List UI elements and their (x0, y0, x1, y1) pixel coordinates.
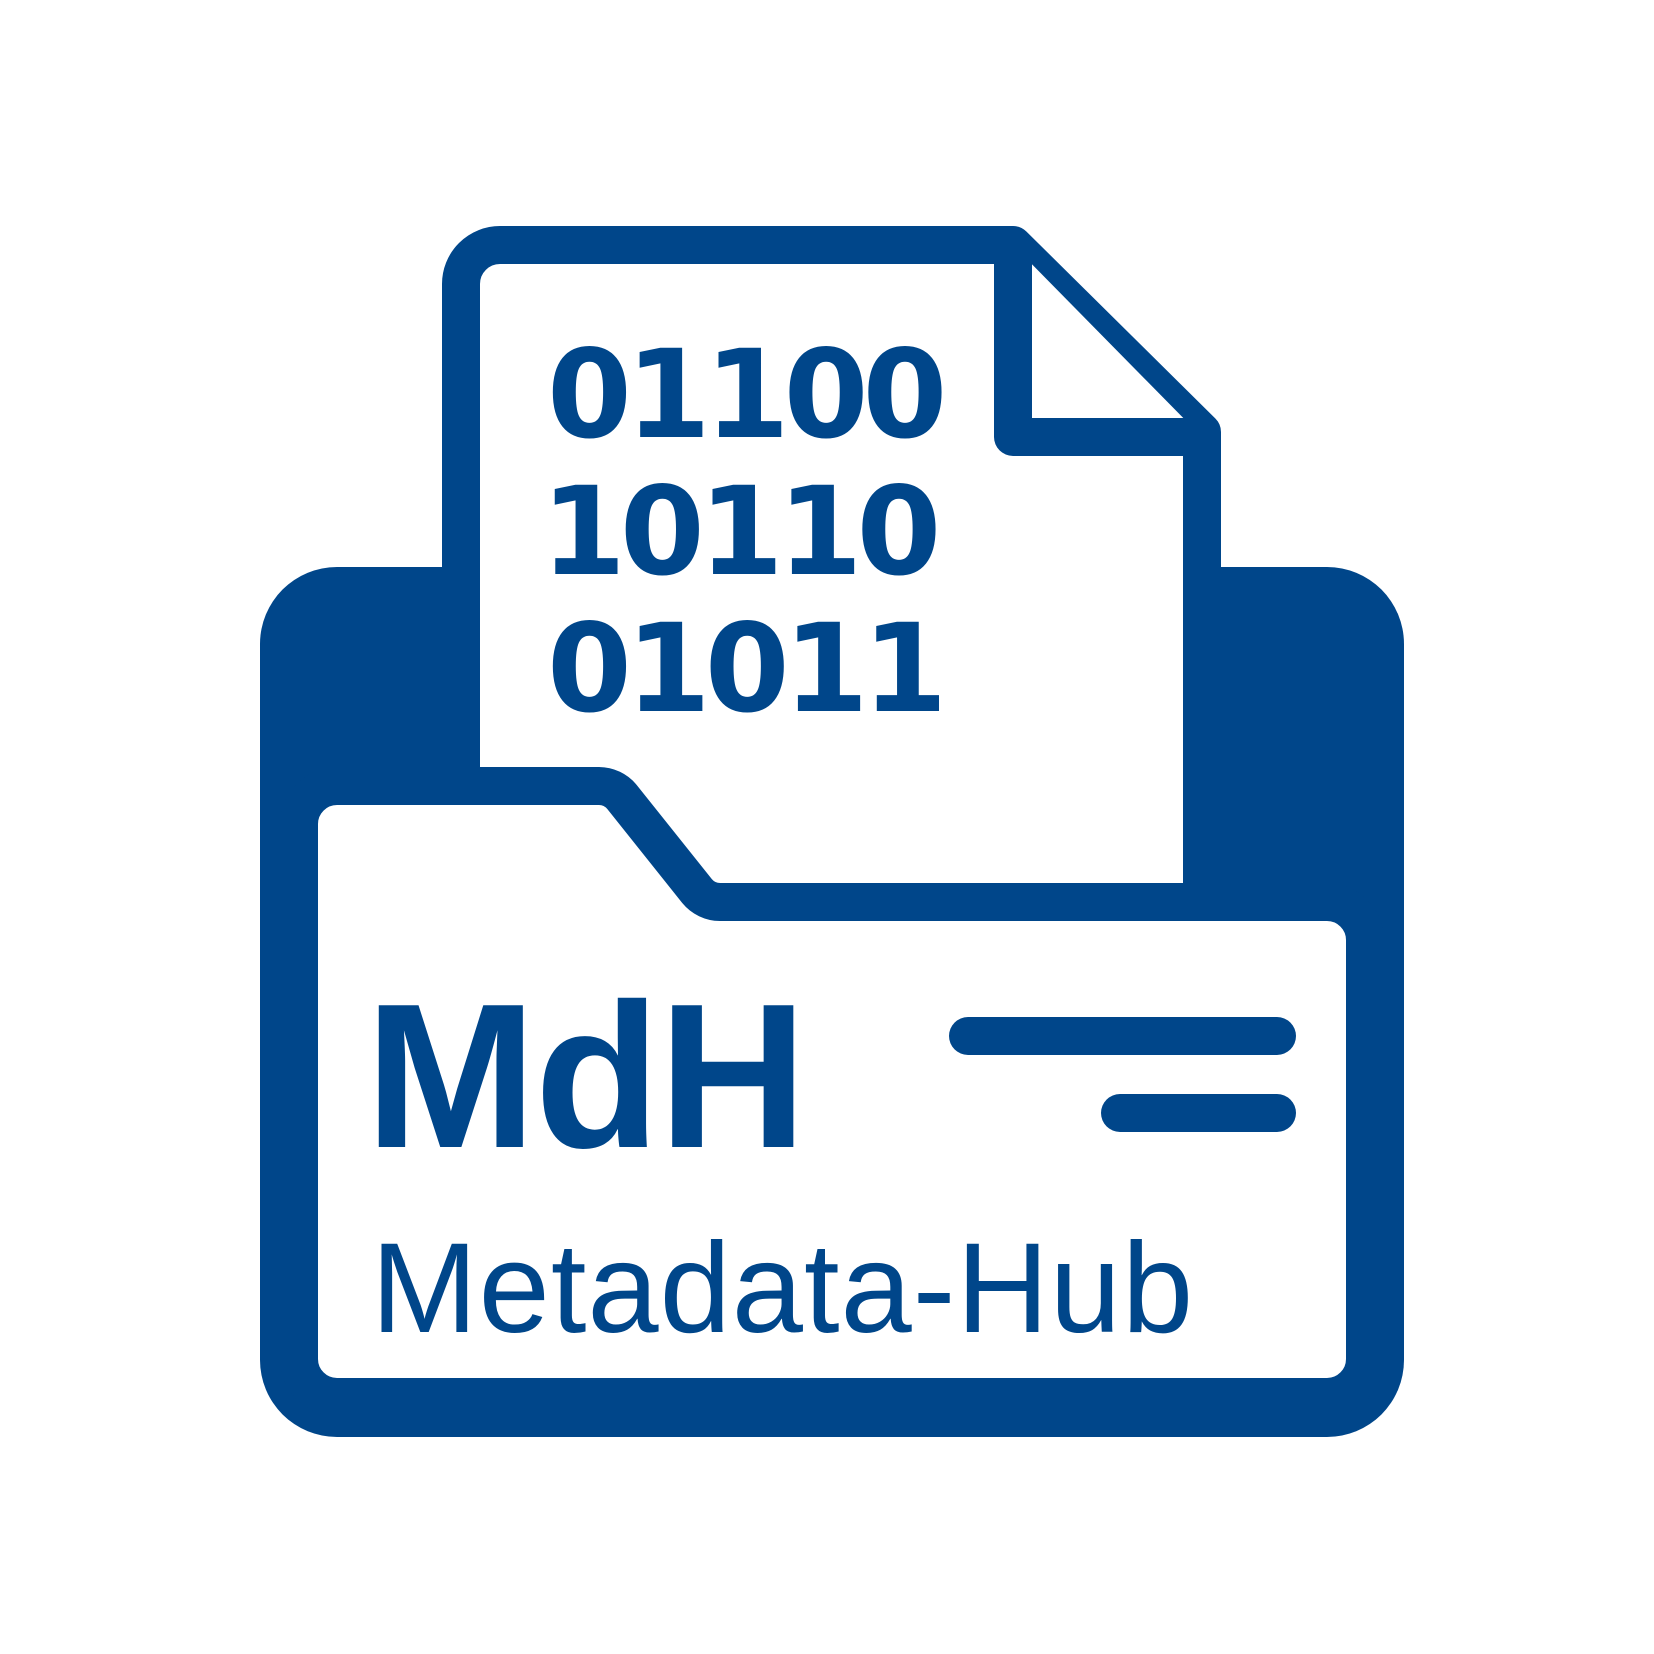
binary-line-3: 01011 (547, 598, 941, 740)
binary-line-1: 01100 (547, 324, 943, 466)
logo-abbreviation: MdH (365, 961, 805, 1191)
text-lines-icon (949, 1017, 1296, 1132)
folder-front-icon (280, 767, 1384, 1416)
document-fold-icon (994, 245, 1202, 456)
logo-name: Metadata-Hub (371, 1217, 1194, 1360)
binary-line-2: 10110 (541, 461, 937, 603)
